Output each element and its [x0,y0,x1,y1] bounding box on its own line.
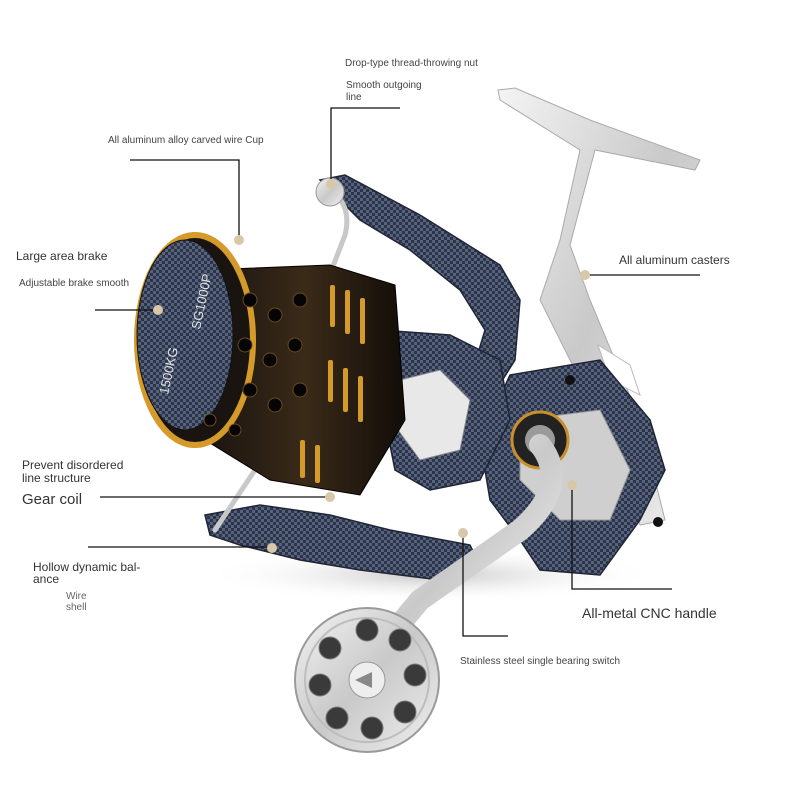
label-prevent-disordered-2: line structure [22,471,91,485]
handle-arm [384,434,563,641]
label-prevent-disordered-1: Prevent disordered [22,458,124,472]
label-bearing-switch: Stainless steel single bearing switch [460,656,621,667]
spool-holes [203,292,308,437]
label-smooth-outgoing-1: Smooth outgoing [346,80,422,91]
dot-bearing-switch [458,528,468,538]
label-wire-cup: All aluminum alloy carved wire Cup [108,135,264,146]
dot-wire-cup [234,235,244,245]
label-wire-shell-1: Wire [66,591,87,602]
dot-cnc-handle [567,480,577,490]
line-roller [315,177,345,207]
handle-knob [294,607,440,753]
dot-hollow-balance [267,543,277,553]
label-cnc-handle: All-metal CNC handle [582,605,717,621]
label-adjustable-brake: Adjustable brake smooth [19,278,130,289]
label-smooth-outgoing-2: line [346,92,362,103]
leader-wire-cup [130,159,240,240]
dot-casters [580,270,590,280]
dot-drop-type-nut [326,179,336,189]
dot-brake [153,305,163,315]
marker-dots [153,179,590,553]
label-hollow-balance-1: Hollow dynamic bal- [33,560,141,574]
label-drop-type-nut: Drop-type thread-throwing nut [345,58,478,69]
label-wire-shell-2: shell [66,602,87,613]
label-hollow-balance-2: ance [33,572,60,586]
label-aluminum-casters: All aluminum casters [619,253,730,267]
leader-bearing-switch [462,533,508,637]
leader-drop-type-nut [330,107,400,183]
reel-spool: SG1000P 1500KG [134,232,406,496]
dot-gear-coil [325,492,335,502]
spool-gold-slots [300,285,365,483]
leader-lines [88,107,700,637]
label-gear-coil: Gear coil [22,491,83,508]
label-large-area-brake: Large area brake [16,249,108,263]
leader-cnc-handle [571,485,672,590]
